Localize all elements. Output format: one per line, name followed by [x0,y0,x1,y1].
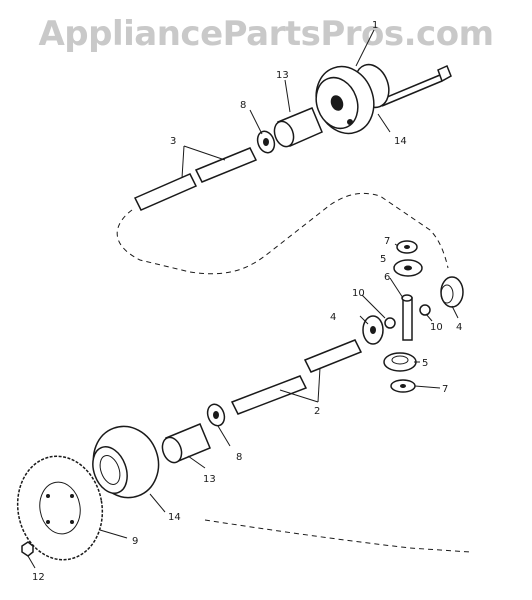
spacer-tube-bottom [161,423,211,464]
nut-part [21,541,34,557]
shaft-bottom [230,339,363,415]
callout-12: 12 [32,572,45,583]
watermark-logo: AppliancePartsPros.com [38,14,494,54]
callout-5-top: 5 [380,254,386,265]
callout-7-bottom: 7 [442,384,448,395]
callout-1: 1 [372,20,378,31]
callout-2: 2 [314,406,320,417]
bevel-gear-bottom [383,352,417,372]
bevel-gear-right [440,276,464,308]
callout-13-top: 13 [276,70,289,81]
callout-10-left: 10 [352,288,365,299]
washer-bottom [206,403,226,427]
pin-6 [401,294,413,341]
bolt-part [379,64,452,107]
leader-lines [27,29,459,569]
callout-8-top: 8 [240,100,246,111]
washer-7-bottom [390,379,416,393]
callout-10-right: 10 [430,322,443,333]
bevel-gear-left [362,315,384,345]
washer-top [256,130,276,154]
callout-8-bottom: 8 [236,452,242,463]
hub-part-bottom [92,425,160,499]
spacer-tube-top [273,107,323,148]
washer-10-right [419,304,431,316]
assembly-dashed-line [116,192,449,275]
callout-4-right: 4 [456,322,462,333]
callout-9: 9 [132,536,138,547]
callout-7-top: 7 [384,236,390,247]
callout-4-left: 4 [330,312,336,323]
hub-part-top [315,63,390,135]
washer-7-top [396,240,418,254]
callout-14-top: 14 [394,136,407,147]
shaft-top [133,147,258,211]
callout-3: 3 [170,136,176,147]
callout-5-bottom: 5 [422,358,428,369]
washer-5-top [393,259,423,277]
callout-13-bottom: 13 [203,474,216,485]
washer-10-left [384,317,396,329]
sprocket-part [16,455,104,561]
assembly-dashed-line-bottom [204,519,471,553]
callout-14-bottom: 14 [168,512,181,523]
callout-6: 6 [384,272,390,283]
